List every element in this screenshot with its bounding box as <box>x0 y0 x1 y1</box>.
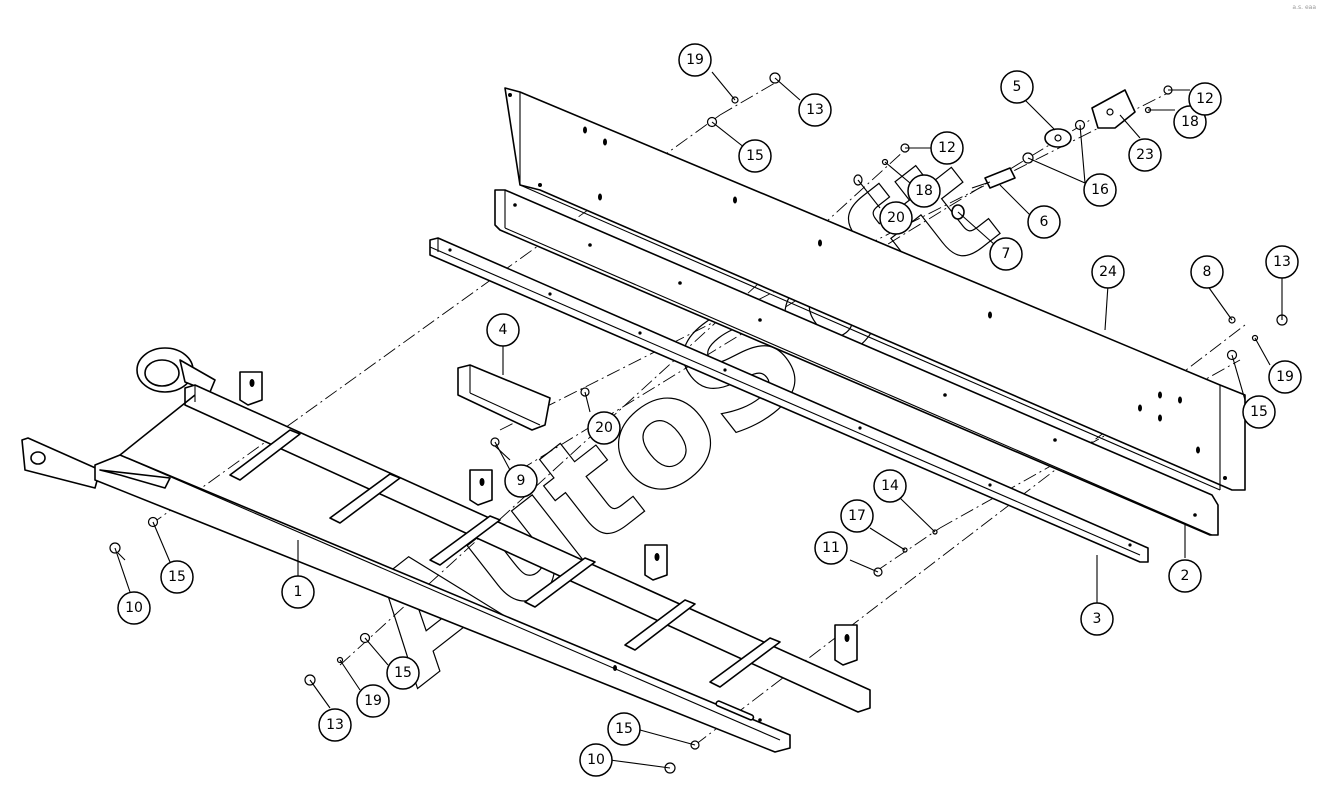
callout-20-b: 20 <box>587 411 621 445</box>
svg-text:2: 2 <box>1181 568 1190 584</box>
callout-10-b: 10 <box>579 743 613 777</box>
corner-mark: a.s. eaa <box>1292 4 1316 11</box>
callout-16: 16 <box>1083 173 1117 207</box>
svg-text:12: 12 <box>938 140 956 156</box>
part-3-angle-strip <box>429 237 1149 563</box>
callout-2: 2 <box>1168 559 1202 593</box>
svg-text:23: 23 <box>1136 147 1154 163</box>
callout-13-c: 13 <box>318 708 352 742</box>
svg-text:7: 7 <box>1002 246 1011 262</box>
svg-text:12: 12 <box>1196 91 1214 107</box>
svg-text:16: 16 <box>1091 182 1109 198</box>
callout-15-c: 15 <box>160 560 194 594</box>
callout-9: 9 <box>504 464 538 498</box>
svg-text:24: 24 <box>1099 264 1117 280</box>
svg-text:15: 15 <box>746 148 764 164</box>
svg-text:15: 15 <box>394 665 412 681</box>
callouts: 19 13 15 12 18 20 5 16 6 7 18 12 23 24 8… <box>117 43 1302 777</box>
callout-17: 17 <box>840 499 874 533</box>
svg-text:5: 5 <box>1013 79 1022 95</box>
svg-text:19: 19 <box>1276 369 1294 385</box>
svg-text:4: 4 <box>499 322 508 338</box>
callout-7: 7 <box>989 237 1023 271</box>
callout-13: 13 <box>798 93 832 127</box>
part-2-middle-plate <box>494 189 1219 536</box>
callout-19-b: 19 <box>1268 360 1302 394</box>
svg-text:3: 3 <box>1093 611 1102 627</box>
svg-text:10: 10 <box>125 600 143 616</box>
svg-text:17: 17 <box>848 508 866 524</box>
callout-11: 11 <box>814 531 848 565</box>
svg-text:13: 13 <box>1273 254 1291 270</box>
callout-24: 24 <box>1091 255 1125 289</box>
svg-text:9: 9 <box>517 473 526 489</box>
callout-15-b: 15 <box>1242 395 1276 429</box>
callout-13-b: 13 <box>1265 245 1299 279</box>
svg-text:1: 1 <box>294 584 303 600</box>
svg-text:20: 20 <box>887 210 905 226</box>
svg-text:10: 10 <box>587 752 605 768</box>
callout-19-c: 19 <box>356 684 390 718</box>
svg-text:14: 14 <box>881 478 899 494</box>
callout-1: 1 <box>281 575 315 609</box>
svg-text:19: 19 <box>364 693 382 709</box>
part-24-rear-plate <box>504 87 1246 491</box>
part-4-spacer-block <box>457 364 551 431</box>
callout-15-e: 15 <box>607 712 641 746</box>
part-1-ladder-frame <box>21 347 871 753</box>
svg-text:18: 18 <box>915 183 933 199</box>
callout-19: 19 <box>678 43 712 77</box>
callout-10: 10 <box>117 591 151 625</box>
callout-18: 18 <box>907 174 941 208</box>
callout-4: 4 <box>486 313 520 347</box>
callout-15: 15 <box>738 139 772 173</box>
callout-20: 20 <box>879 201 913 235</box>
svg-text:13: 13 <box>326 717 344 733</box>
svg-text:15: 15 <box>1250 404 1268 420</box>
svg-text:8: 8 <box>1203 264 1212 280</box>
svg-text:15: 15 <box>168 569 186 585</box>
callout-8: 8 <box>1190 255 1224 289</box>
callout-23: 23 <box>1128 138 1162 172</box>
callout-15-d: 15 <box>386 656 420 690</box>
leaders <box>114 71 1283 769</box>
svg-text:6: 6 <box>1040 214 1049 230</box>
callout-6: 6 <box>1027 205 1061 239</box>
callout-5: 5 <box>1000 70 1034 104</box>
svg-text:13: 13 <box>806 102 824 118</box>
svg-text:20: 20 <box>595 420 613 436</box>
callout-3: 3 <box>1080 602 1114 636</box>
callout-12-b: 12 <box>1188 82 1222 116</box>
svg-text:11: 11 <box>822 540 840 556</box>
callout-14: 14 <box>873 469 907 503</box>
svg-text:18: 18 <box>1181 114 1199 130</box>
callout-12: 12 <box>930 131 964 165</box>
svg-text:19: 19 <box>686 52 704 68</box>
svg-text:15: 15 <box>615 721 633 737</box>
